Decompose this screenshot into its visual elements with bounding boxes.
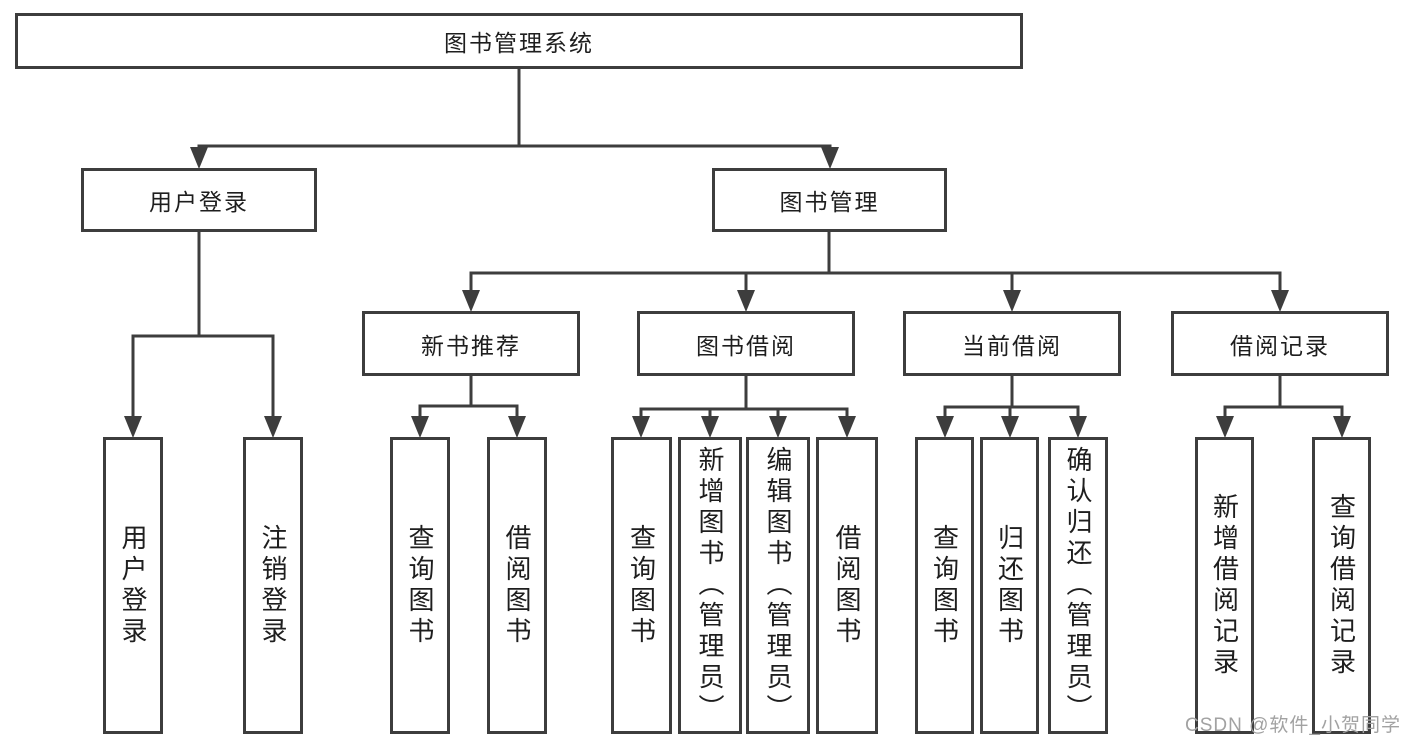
- leaf-borrow-books-borrowing: 借阅图书: [816, 437, 878, 734]
- leaf-query-books-current: 查询图书: [915, 437, 974, 734]
- node-library-management-system: 图书管理系统: [15, 13, 1023, 69]
- leaf-query-books-borrowing-label: 查询图书: [626, 523, 657, 648]
- node-new-book-recommend-label: 新书推荐: [421, 332, 521, 359]
- leaf-borrow-books-borrowing-label: 借阅图书: [832, 523, 862, 648]
- leaf-query-books-current-label: 查询图书: [929, 523, 960, 648]
- leaf-query-borrow-record-label: 查询借阅记录: [1326, 492, 1357, 679]
- leaf-add-book-admin: 新增图书（管理员）: [678, 437, 742, 734]
- leaf-user-login-label: 用户登录: [118, 523, 148, 648]
- node-library-management-system-label: 图书管理系统: [444, 30, 594, 56]
- node-book-management-label: 图书管理: [779, 189, 880, 215]
- leaf-borrow-books-recommend: 借阅图书: [487, 437, 547, 734]
- leaf-confirm-return-admin-label: 确认归还（管理员）: [1063, 446, 1093, 725]
- leaf-return-book-label: 归还图书: [994, 523, 1025, 648]
- leaf-add-borrow-record: 新增借阅记录: [1195, 437, 1254, 734]
- node-book-borrowing: 图书借阅: [637, 311, 855, 376]
- leaf-edit-book-admin: 编辑图书（管理员）: [746, 437, 810, 734]
- node-book-borrowing-label: 图书借阅: [696, 332, 796, 359]
- leaf-return-book: 归还图书: [980, 437, 1039, 734]
- node-user-login-label: 用户登录: [149, 189, 249, 215]
- node-borrowing-records-label: 借阅记录: [1230, 332, 1330, 359]
- node-new-book-recommend: 新书推荐: [362, 311, 580, 376]
- leaf-query-borrow-record: 查询借阅记录: [1312, 437, 1371, 734]
- leaf-logout: 注销登录: [243, 437, 303, 734]
- leaf-edit-book-admin-label: 编辑图书（管理员）: [763, 446, 793, 725]
- node-book-management: 图书管理: [712, 168, 947, 232]
- node-borrowing-records: 借阅记录: [1171, 311, 1389, 376]
- node-current-borrowing-label: 当前借阅: [962, 332, 1062, 359]
- leaf-add-borrow-record-label: 新增借阅记录: [1209, 492, 1240, 679]
- leaf-query-books-recommend-label: 查询图书: [405, 523, 435, 648]
- csdn-watermark: CSDN @软件_小贺同学: [1185, 715, 1401, 736]
- leaf-borrow-books-recommend-label: 借阅图书: [502, 523, 532, 648]
- leaf-query-books-recommend: 查询图书: [390, 437, 450, 734]
- leaf-user-login: 用户登录: [103, 437, 163, 734]
- leaf-add-book-admin-label: 新增图书（管理员）: [695, 446, 725, 725]
- node-current-borrowing: 当前借阅: [903, 311, 1121, 376]
- node-user-login: 用户登录: [81, 168, 317, 232]
- leaf-query-books-borrowing: 查询图书: [611, 437, 672, 734]
- leaf-logout-label: 注销登录: [258, 523, 288, 648]
- leaf-confirm-return-admin: 确认归还（管理员）: [1048, 437, 1108, 734]
